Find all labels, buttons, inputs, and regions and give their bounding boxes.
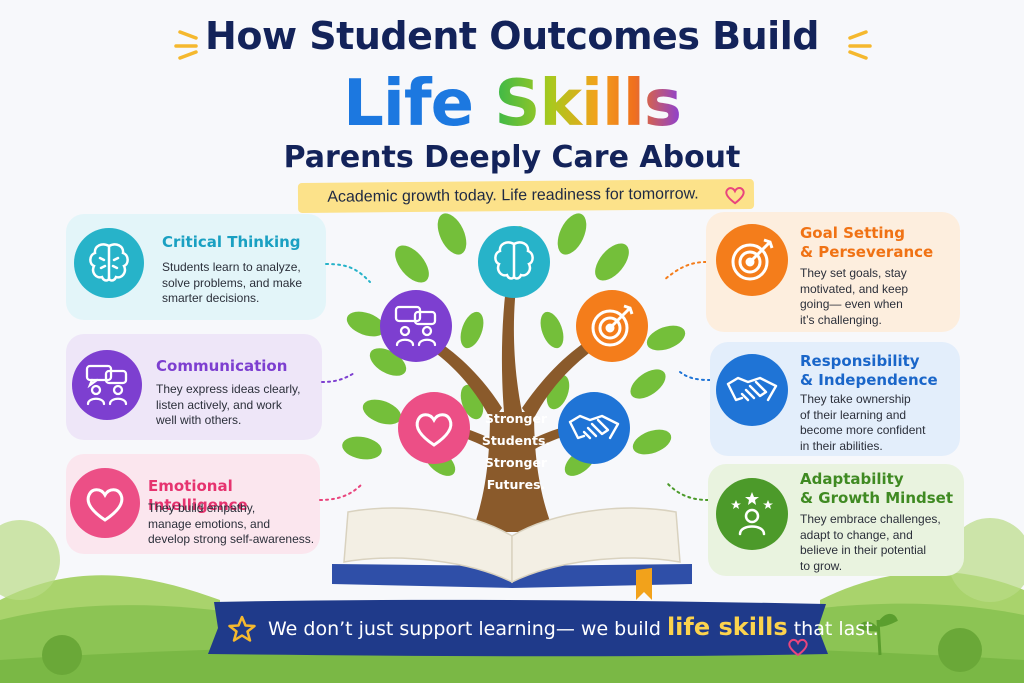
heart-outline-icon (725, 187, 745, 205)
tree-handshake-badge (558, 392, 630, 464)
person-stars-icon (716, 478, 788, 550)
tree-heart-badge (398, 392, 470, 464)
card-desc: They express ideas clearly, listen activ… (156, 382, 301, 427)
heart-icon (70, 468, 140, 538)
handshake-icon (716, 354, 788, 426)
card-adaptability: Adaptability & Growth Mindset They embra… (708, 464, 964, 576)
chat-people-icon (72, 350, 142, 420)
card-title: Communication (156, 357, 288, 375)
tree-chat-badge (380, 290, 452, 362)
title-line-1: How Student Outcomes Build (205, 14, 819, 58)
card-title: Adaptability & Growth Mindset (800, 470, 954, 507)
card-desc: They set goals, stay motivated, and keep… (800, 266, 909, 327)
card-desc: They take ownership of their learning an… (800, 392, 926, 453)
title-line-3: Parents Deeply Care About (283, 140, 741, 175)
card-title: Goal Setting & Perseverance (800, 224, 934, 261)
spark-right-icon (848, 30, 872, 60)
tagline-text: Academic growth today. Life readiness fo… (327, 185, 699, 206)
tree-brain-badge (478, 226, 550, 298)
trunk-text: Stronger Students. Stronger Futures. (481, 411, 551, 492)
card-title: Critical Thinking (162, 233, 301, 251)
card-title: Emotional Intelligence (148, 477, 248, 514)
target-icon (716, 224, 788, 296)
footer-highlight: life skills (666, 613, 788, 641)
title-word-skills: Skills (494, 67, 682, 141)
footer-heart-icon (788, 638, 808, 657)
spark-left-icon (174, 30, 198, 60)
card-desc: They build empathy, manage emotions, and… (148, 501, 315, 546)
card-title: Responsibility & Independence (800, 352, 938, 389)
footer-banner (208, 599, 828, 657)
card-desc: Students learn to analyze, solve problem… (162, 260, 303, 305)
card-desc: They embrace challenges, adapt to change… (800, 512, 941, 573)
star-icon (228, 615, 256, 642)
brain-icon (74, 228, 144, 298)
title-word-life: Life (343, 67, 474, 141)
title-highlight: Life Skills (0, 68, 1024, 140)
tree-target-badge (576, 290, 648, 362)
footer-text: We don’t just support learning— we build… (268, 613, 879, 641)
tagline-banner: Academic growth today. Life readiness fo… (297, 179, 755, 213)
